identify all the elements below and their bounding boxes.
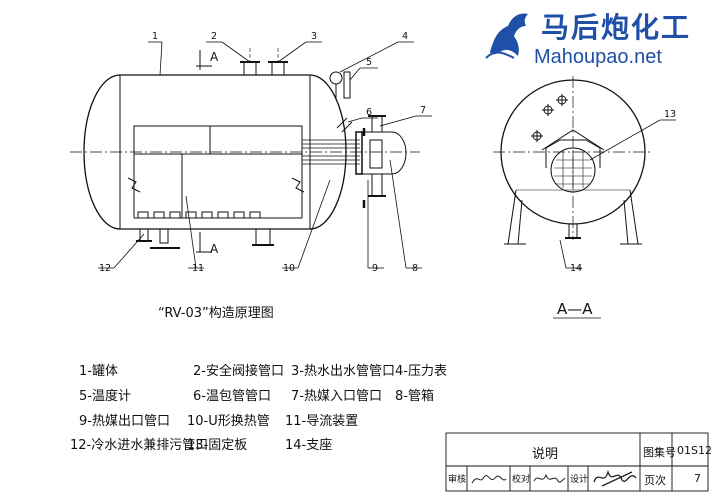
callout-14: 14 [570,263,583,274]
legend-item: 2-安全阀接管口 [193,364,284,379]
legend-item: 7-热媒入口管口 [291,389,382,404]
pressure-gauge [329,71,351,100]
thermo-pocket [336,117,353,133]
legend-item: 4-压力表 [395,364,447,379]
top-nozzles [240,48,288,76]
channel-head [355,115,407,208]
callout-1: 1 [152,31,159,42]
legend-item: 14-支座 [285,438,333,453]
callout-4: 4 [402,31,409,42]
legend-item: 9-热媒出口管口 [79,414,170,429]
legend-item: 8-管箱 [395,389,434,404]
signature-check [533,473,566,483]
legend-item: 3-热水出水管管口 [291,364,395,379]
title-block-review: 审核 [448,475,467,485]
logo-english-text: Mahoupao.net [534,46,662,68]
legend-item: 12-冷水进水兼排污管口 [70,438,209,453]
signature-design [593,469,637,487]
callout-8: 8 [412,263,419,274]
title-block-design: 设计 [570,475,589,485]
title-block-set-value: 01S12 [677,444,712,457]
section-view [493,76,653,245]
callout-5: 5 [366,57,373,68]
legend-item: 1-罐体 [79,364,118,379]
legend-item: 5-温度计 [79,389,131,404]
legend-item: 13-固定板 [187,438,248,453]
title-block-frame [445,432,709,492]
signature-review [471,475,507,484]
section-mark-top: A [210,50,219,64]
callout-10: 10 [283,263,296,274]
callout-2: 2 [211,31,218,42]
callout-9: 9 [372,263,379,274]
legend-item: 11-导流装置 [285,414,359,429]
title-block-page-value: 7 [694,472,701,485]
section-arrows [196,50,212,253]
vessel-body [70,74,420,230]
leader-lines [98,41,676,269]
section-caption: A—A [557,300,593,318]
title-block-title: 说明 [532,447,559,462]
title-block-set-label: 图集号 [643,446,676,459]
callout-7: 7 [420,105,427,116]
callout-13: 13 [664,109,677,120]
legend-item: 6-温包管管口 [193,389,271,404]
logo-chinese-text: 马后炮化工 [541,11,692,44]
logo-horse-icon [484,8,532,62]
title-block-check: 校对 [512,475,531,485]
u-tube-bundle [302,139,360,165]
callout-6: 6 [366,107,373,118]
callout-11: 11 [192,263,205,274]
callout-3: 3 [311,31,318,42]
callout-12: 12 [99,263,112,274]
bottom-nozzles-supports [136,228,274,249]
main-caption: “RV-03”构造原理图 [158,306,274,321]
title-block-page: 页次 [644,474,666,487]
section-mark-bottom: A [210,242,219,256]
legend-item: 10-U形换热管 [187,414,270,429]
